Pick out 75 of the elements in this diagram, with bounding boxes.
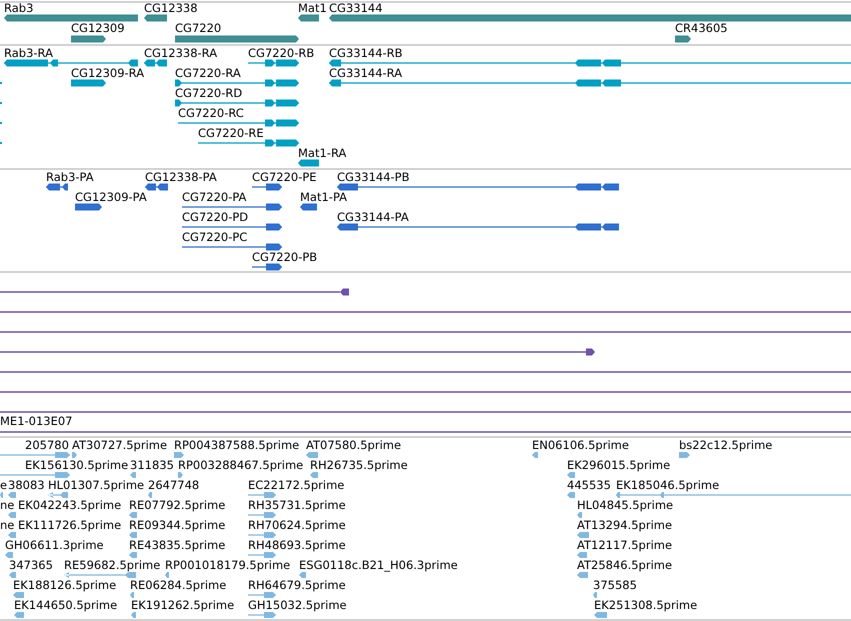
- feature-label: CG7220-PC: [182, 230, 248, 244]
- feature-label: 2647748: [148, 478, 200, 492]
- feature-label: ME1-013E07: [0, 414, 73, 428]
- feature-label: CG12338-RA: [144, 46, 218, 60]
- feature-label: bs22c12.5prime: [679, 438, 772, 452]
- feature-label: CG33144-PB: [337, 170, 410, 184]
- feature-label: 375585: [593, 578, 637, 592]
- feature-label: CG7220-PE: [252, 170, 317, 184]
- feature-label: GH15032.5prime: [248, 598, 347, 612]
- feature-label: AT13294.5prime: [577, 518, 672, 532]
- feature-label: Mat1: [298, 1, 327, 15]
- feature-label: EK185046.5prime: [616, 478, 720, 492]
- feature-label: CG12338: [144, 1, 198, 15]
- feature-label: RP004387588.5prime: [174, 438, 300, 452]
- feature-label: CG33144: [329, 1, 383, 15]
- feature-label: CG7220-PB: [252, 250, 318, 264]
- feature-label: RE07792.5prime: [129, 498, 226, 512]
- feature-label: CG7220-RD: [175, 86, 242, 100]
- feature-label: EK191262.5prime: [131, 598, 234, 612]
- feature-label: RE59682.5prime: [64, 558, 160, 572]
- feature-label: Mat1-PA: [300, 190, 348, 204]
- feature-label: 205780: [25, 438, 69, 452]
- feature-label: RP003288467.5prime: [178, 458, 304, 472]
- feature-label: CG7220-RA: [175, 66, 241, 80]
- feature-label: RE09344.5prime: [129, 518, 226, 532]
- feature-label: AT25846.5prime: [577, 558, 672, 572]
- feature-label: RP001018179.5prime: [165, 558, 290, 572]
- feature-label: 311835: [130, 458, 174, 472]
- feature-label: HL04845.5prime: [577, 498, 674, 512]
- feature-label: AT30727.5prime: [72, 438, 168, 452]
- feature-label: Rab3: [4, 1, 34, 15]
- feature-label: CG12309-RA: [71, 66, 144, 80]
- feature-label: EK144650.5prime: [14, 598, 118, 612]
- feature-label: EK188126.5prime: [13, 578, 116, 592]
- feature-label: CG33144-PA: [337, 210, 409, 224]
- feature-label: CG7220-PD: [182, 210, 248, 224]
- feature-label: RE06284.5prime: [130, 578, 226, 592]
- feature-label: RH26735.5prime: [310, 458, 408, 472]
- feature-label: HL01307.5prime: [48, 478, 144, 492]
- feature-label: EK111726.5prime: [18, 518, 122, 532]
- feature-label: EK042243.5prime: [18, 498, 122, 512]
- feature-label: e: [0, 478, 8, 492]
- feature-label: Mat1-RA: [298, 146, 346, 160]
- feature-label: ESG0118c.B21_H06.3prime: [299, 558, 458, 572]
- feature-label: ne: [0, 518, 14, 532]
- feature-label: EC22172.5prime: [248, 478, 344, 492]
- feature-label: Rab3-RA: [4, 46, 53, 60]
- feature-label: RH48693.5prime: [248, 538, 346, 552]
- feature-label: AT07580.5prime: [306, 438, 402, 452]
- feature-label: RE43835.5prime: [129, 538, 226, 552]
- feature-label: CG12309: [71, 21, 125, 35]
- feature-label: 38083: [8, 478, 45, 492]
- feature-label: Rab3-PA: [46, 170, 94, 184]
- feature-label: CG12338-PA: [145, 170, 217, 184]
- feature-label: GH06611.3prime: [5, 538, 104, 552]
- feature-label: CG33144-RA: [329, 66, 402, 80]
- feature-label: CG7220-RC: [178, 106, 244, 120]
- feature-label: 347365: [9, 558, 53, 572]
- feature-label: CG7220-PA: [182, 190, 246, 204]
- feature-label: CG7220-RB: [248, 46, 314, 60]
- feature-label: CR43605: [675, 21, 728, 35]
- feature-label: EK296015.5prime: [567, 458, 670, 472]
- feature-label: EN06106.5prime: [532, 438, 629, 452]
- feature-label: AT12117.5prime: [577, 538, 672, 552]
- feature-label: EK251308.5prime: [594, 598, 698, 612]
- feature-label: CG7220: [175, 21, 222, 35]
- feature-label: RH64679.5prime: [248, 578, 346, 592]
- feature-label: CG7220-RE: [198, 126, 264, 140]
- feature-label: 445535: [567, 478, 611, 492]
- feature-label: EK156130.5prime: [25, 458, 128, 472]
- feature-label: RH35731.5prime: [248, 498, 346, 512]
- feature-label: ne: [0, 498, 14, 512]
- feature-label: CG12309-PA: [75, 190, 147, 204]
- feature-label: RH70624.5prime: [248, 518, 346, 532]
- feature-label: CG33144-RB: [329, 46, 403, 60]
